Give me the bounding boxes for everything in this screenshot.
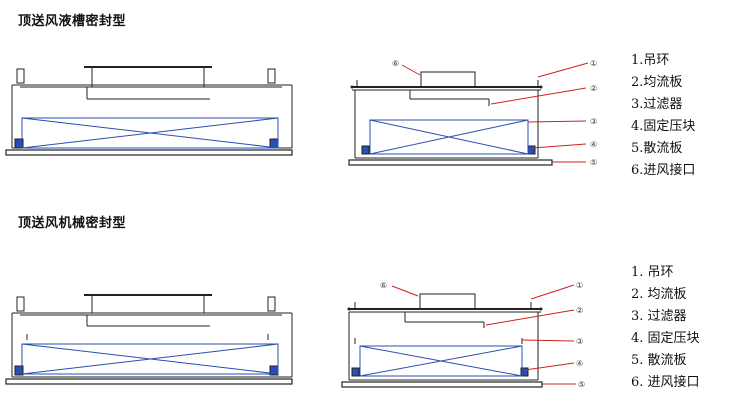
s1-left-filter: [21, 117, 279, 149]
section2-legend: 1. 吊环 2. 均流板 3. 过滤器 4. 固定压块 5. 散流板 6. 进风…: [631, 262, 700, 394]
section1-legend: 1.吊环 2.均流板 3.过滤器 4.固定压块 5.散流板 6.进风接口: [631, 50, 695, 182]
callout-6: ⑥: [392, 59, 399, 68]
s2-right-filter: [359, 345, 523, 377]
callout-4: ④: [590, 140, 597, 149]
callouts-section2: ① ② ③ ④ ⑤ ⑥: [380, 281, 585, 389]
s1-right-filter: [369, 119, 529, 155]
legend-item: 6.进风接口: [631, 163, 696, 178]
callout-2: ②: [576, 306, 583, 315]
s2-left-filter: [21, 343, 279, 375]
legend-item: 6. 进风接口: [631, 375, 700, 390]
callout-1: ①: [590, 59, 597, 68]
callout-2: ②: [590, 84, 597, 93]
end-dots: [347, 85, 543, 311]
legend-item: 4.固定压块: [631, 119, 696, 134]
legend-item: 1. 吊环: [631, 265, 674, 280]
legend-item: 5. 散流板: [631, 353, 687, 368]
callout-5: ⑤: [578, 380, 585, 389]
legend-item: 3.过滤器: [631, 97, 683, 112]
s2-left-unit: [5, 294, 293, 385]
callout-5: ⑤: [590, 158, 597, 167]
leader-lines: [391, 62, 589, 385]
legend-item: 4. 固定压块: [631, 331, 700, 346]
legend-item: 2. 均流板: [631, 287, 687, 302]
callout-3: ③: [576, 337, 583, 346]
legend-item: 1.吊环: [631, 53, 670, 68]
s1-right-unit: [348, 71, 553, 166]
s2-right-unit: [341, 293, 543, 388]
s1-left-unit: [5, 66, 293, 156]
legend-item: 5.散流板: [631, 141, 683, 156]
legend-item: 3. 过滤器: [631, 309, 687, 324]
callout-4: ④: [576, 359, 583, 368]
callouts-section1: ① ② ③ ④ ⑤ ⑥: [392, 59, 597, 167]
callout-3: ③: [590, 117, 597, 126]
callout-6: ⑥: [380, 281, 387, 290]
section1-title: 顶送风液槽密封型: [18, 14, 127, 29]
legend-item: 2.均流板: [631, 75, 683, 90]
callout-1: ①: [576, 281, 583, 290]
section2-title: 顶送风机械密封型: [18, 216, 127, 231]
